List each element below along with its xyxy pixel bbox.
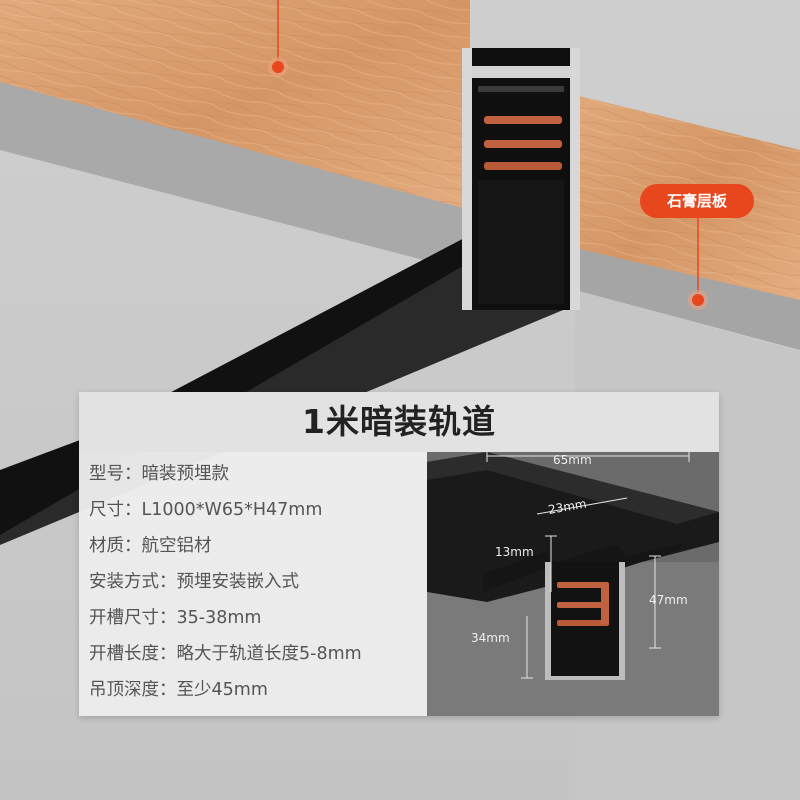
spec-value: L1000*W65*H47mm [141, 500, 323, 520]
spec-label: 吊顶深度： [89, 680, 177, 700]
spec-row-installation: 安装方式：预埋安装嵌入式 [89, 564, 429, 600]
product-spec-panel: 1米暗装轨道 型号：暗装预埋款 尺寸：L1000*W65*H47mm 材质：航空… [79, 392, 719, 716]
spec-row-slot-length: 开槽长度：略大于轨道长度5-8mm [89, 636, 429, 672]
spec-label: 开槽长度： [89, 644, 177, 664]
spec-row-model: 型号：暗装预埋款 [89, 456, 429, 492]
spec-value: 略大于轨道长度5-8mm [176, 644, 362, 664]
spec-row-slot-size: 开槽尺寸：35-38mm [89, 600, 429, 636]
track-profile-drawing: 65mm 23mm 13mm 47mm 34mm [427, 452, 719, 716]
track-cross-section-diagram: 65mm 23mm 13mm 47mm 34mm [427, 452, 719, 716]
spec-value: 至少45mm [176, 680, 268, 700]
spec-label: 材质： [89, 536, 142, 556]
spec-label: 安装方式： [89, 572, 177, 592]
spec-label: 型号： [89, 464, 142, 484]
dimension-width-label: 65mm [553, 453, 592, 467]
spec-value: 暗装预埋款 [141, 464, 230, 484]
spec-row-size: 尺寸：L1000*W65*H47mm [89, 492, 429, 528]
spec-value: 35-38mm [176, 608, 262, 628]
dimension-step-label: 13mm [495, 545, 534, 559]
product-title: 1米暗装轨道 [79, 392, 719, 452]
spec-row-material: 材质：航空铝材 [89, 528, 429, 564]
spec-label: 尺寸： [89, 500, 142, 520]
dimension-inner-width-label: 23mm [547, 496, 588, 516]
spec-list: 型号：暗装预埋款 尺寸：L1000*W65*H47mm 材质：航空铝材 安装方式… [89, 456, 429, 708]
dimension-depth-label: 34mm [471, 631, 510, 645]
spec-value: 航空铝材 [141, 536, 212, 556]
dimension-height-label: 47mm [649, 593, 688, 607]
gypsum-board-callout-tag: 石膏层板 [640, 184, 754, 218]
spec-label: 开槽尺寸： [89, 608, 177, 628]
spec-value: 预埋安装嵌入式 [176, 572, 300, 592]
spec-row-ceiling-depth: 吊顶深度：至少45mm [89, 672, 429, 708]
